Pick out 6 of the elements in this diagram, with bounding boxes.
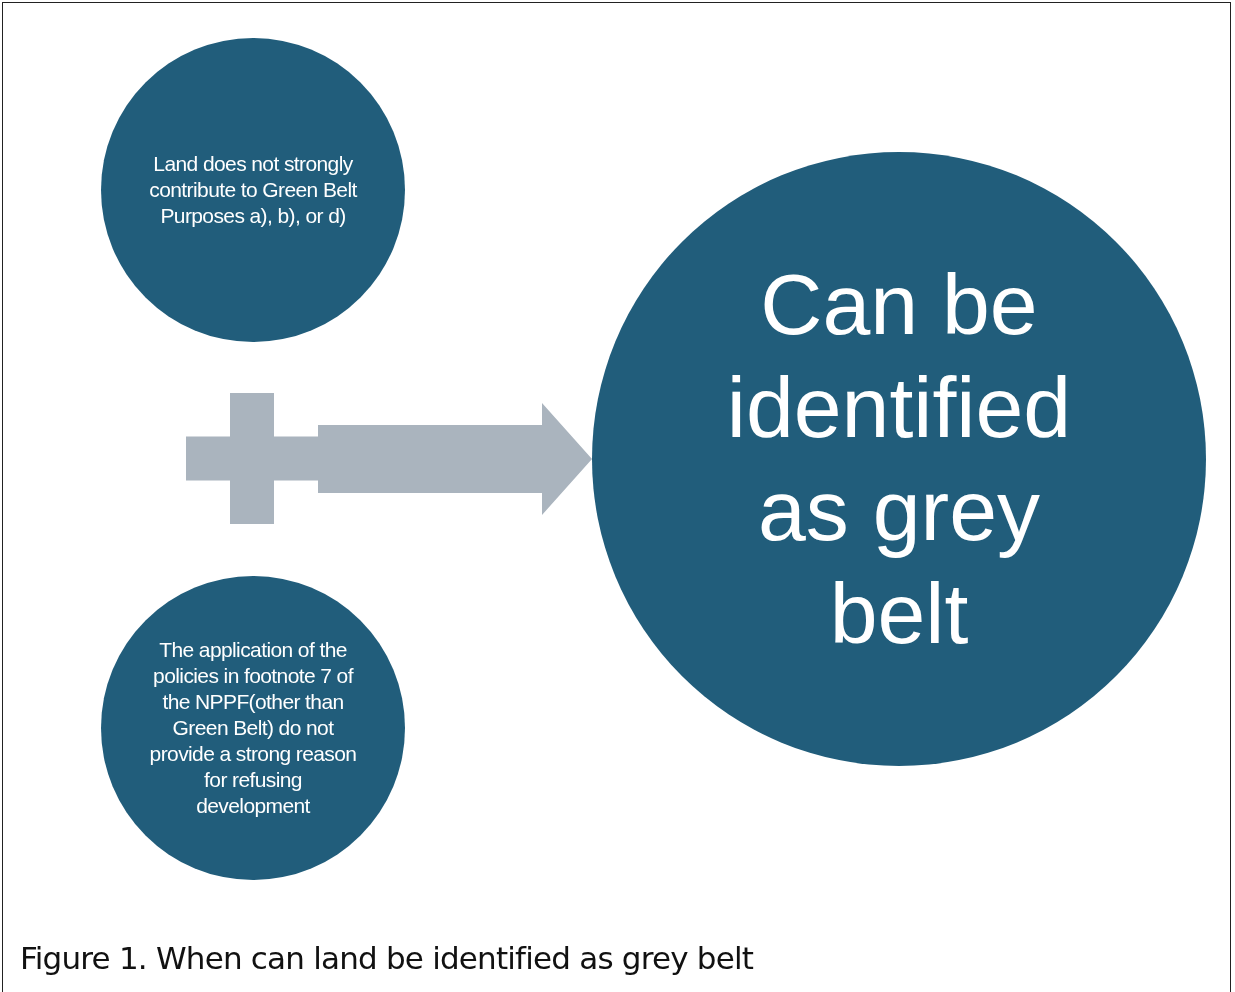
- block-arrow: [318, 403, 592, 515]
- figure-caption: Figure 1. When can land be identified as grey belt: [20, 940, 754, 976]
- node-text: Can be identified as grey belt: [725, 255, 1073, 663]
- plus-sign: [186, 393, 318, 524]
- node-text: Land does not strongly contribute to Green Belt Purposes a), b), or d): [148, 151, 358, 229]
- node-text: The application of the policies in footnote 7 of the NPPF(other than Green Belt) do not provide a strong reason for refusing development: [148, 637, 358, 819]
